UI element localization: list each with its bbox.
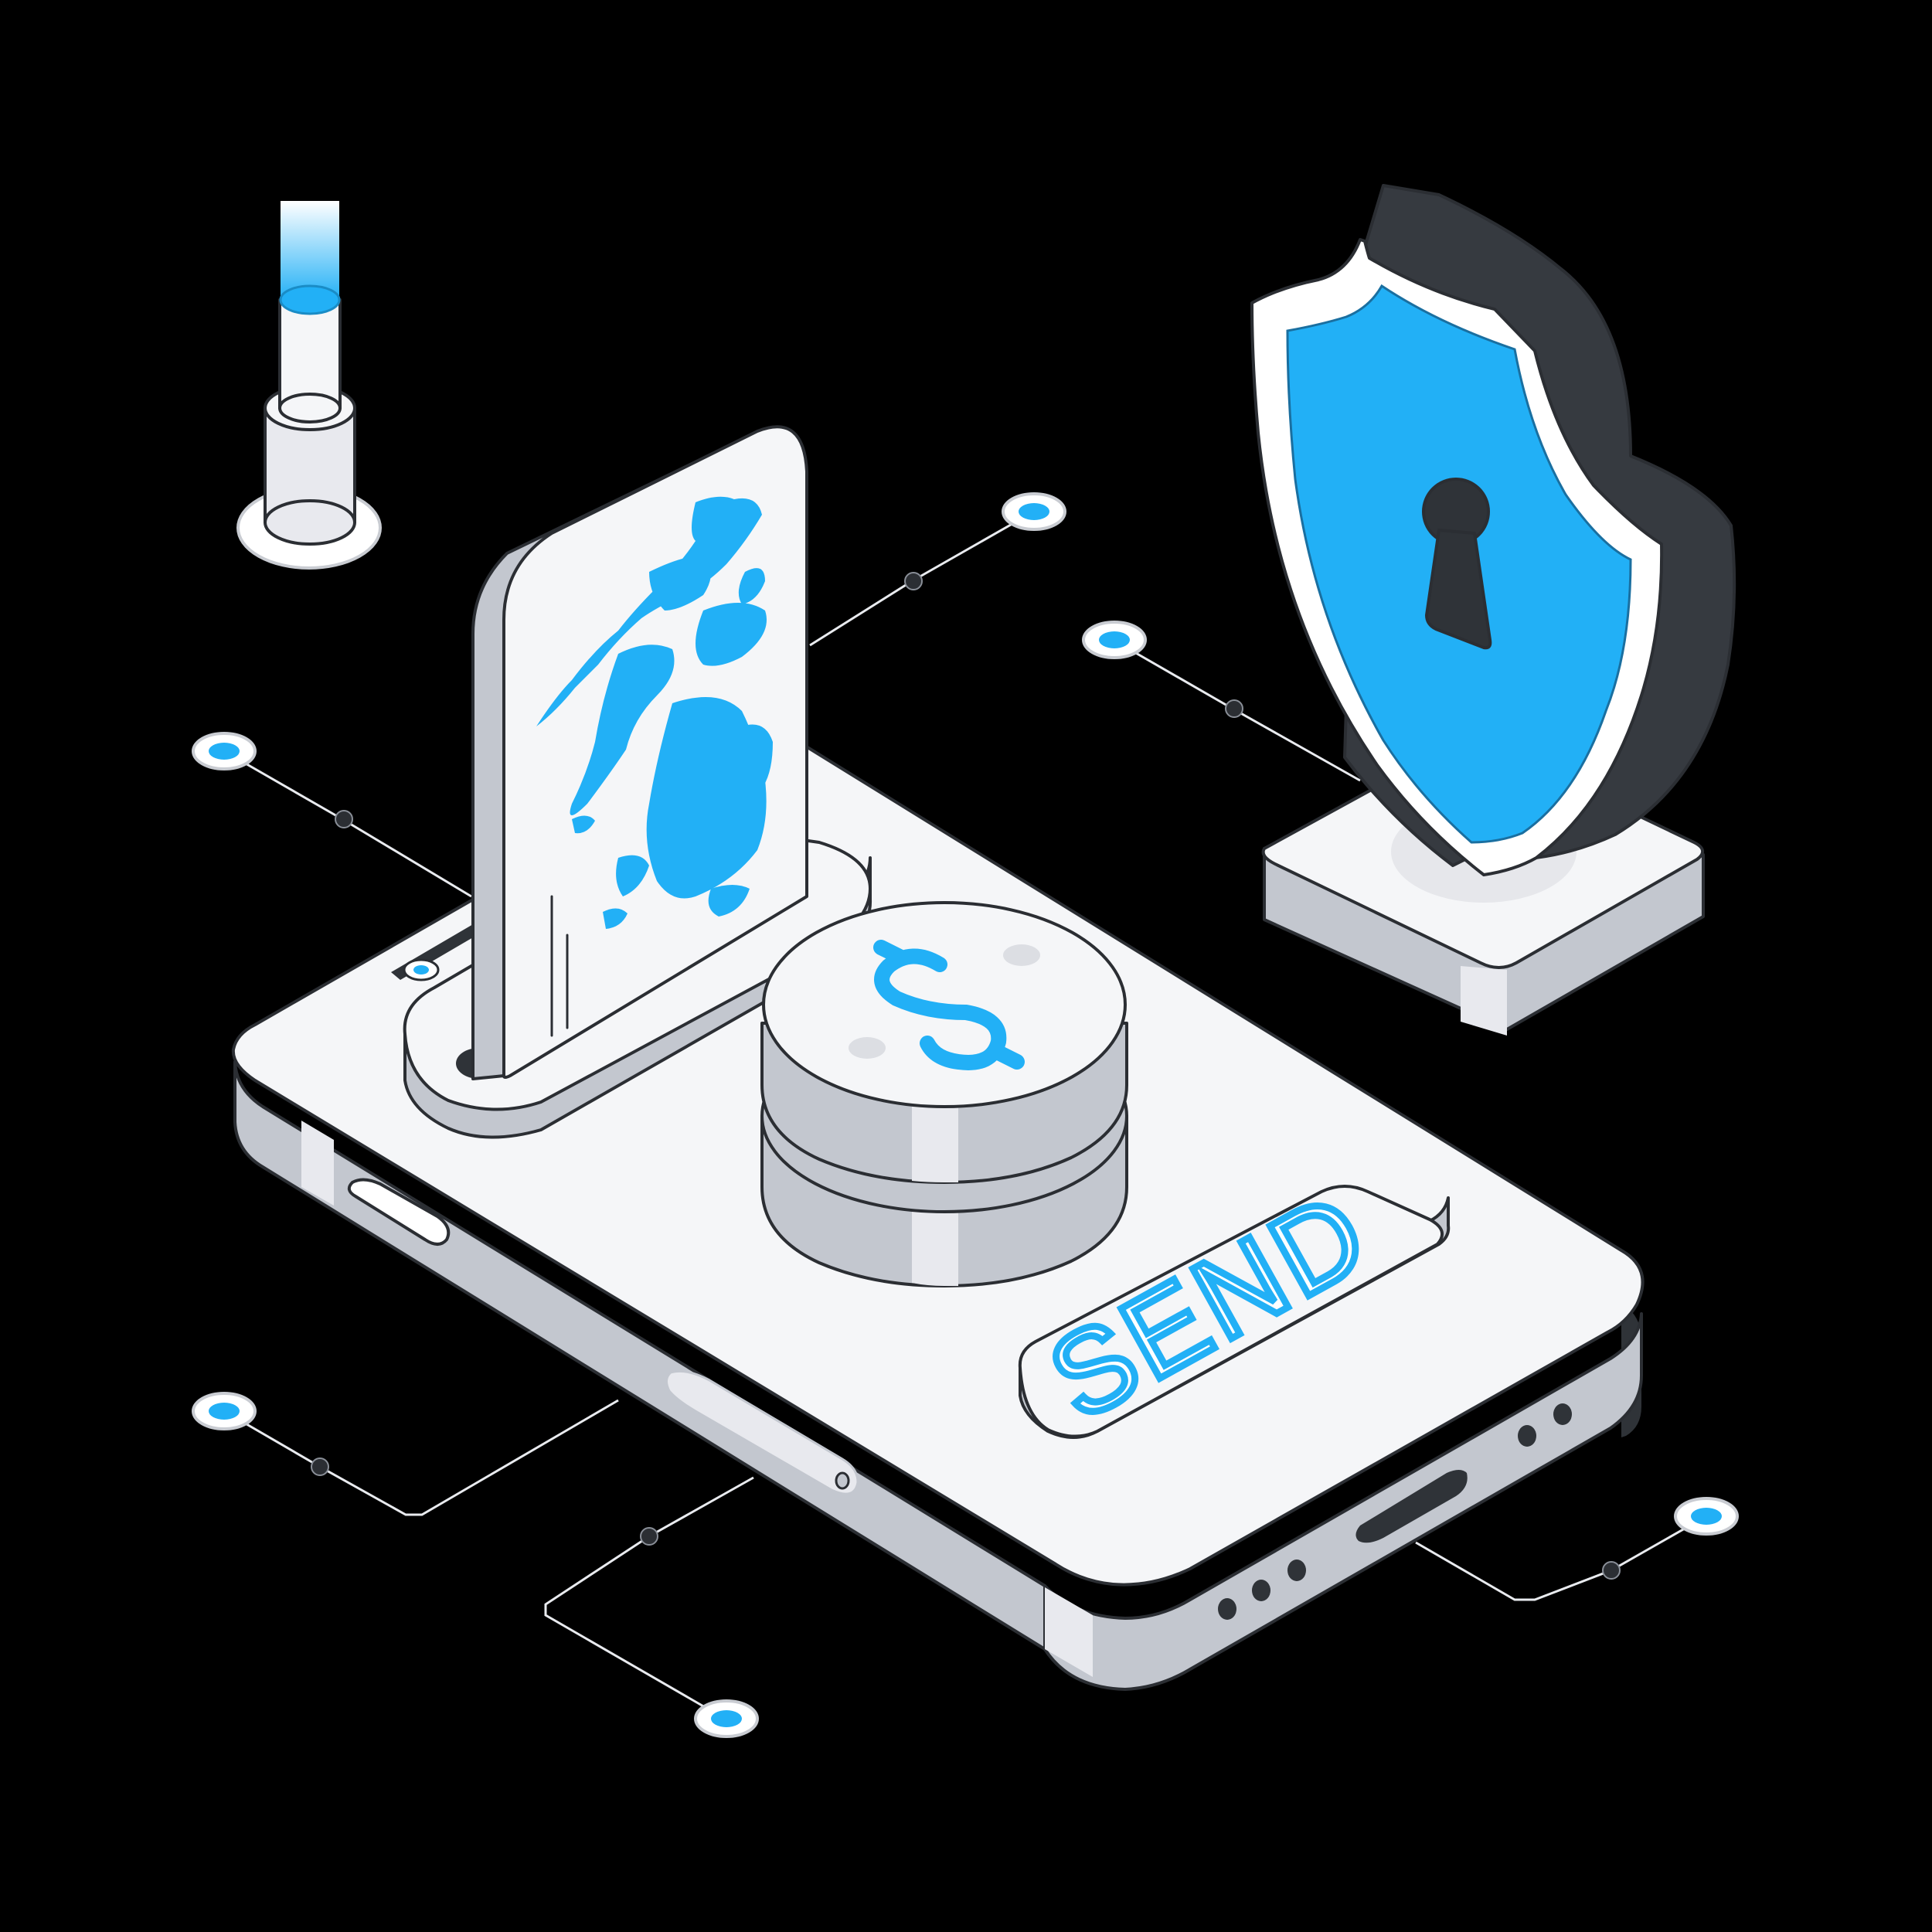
network-end-nodes <box>192 492 1739 1738</box>
speaker-slot <box>665 1369 859 1495</box>
side-button <box>347 1178 451 1246</box>
speaker-dots <box>1218 1403 1572 1620</box>
network-node-icon <box>1002 492 1066 531</box>
map-card-icon <box>403 425 872 1139</box>
junction-dot <box>904 572 923 590</box>
charging-port <box>1355 1470 1468 1543</box>
dollar-sign-icon <box>873 940 1025 1070</box>
keyhole-icon <box>1422 478 1492 650</box>
beacon-light-beam <box>281 201 339 300</box>
beacon-icon <box>236 201 382 570</box>
network-node-icon <box>694 1699 759 1738</box>
dollar-coin-icon <box>760 901 1128 1287</box>
network-node-icon <box>1082 621 1147 659</box>
map-card <box>502 425 808 1079</box>
junction-dot <box>335 810 353 828</box>
junction-dot <box>311 1458 329 1476</box>
world-map <box>536 496 773 929</box>
network-node-icon <box>192 1392 257 1430</box>
junction-dot <box>1225 699 1243 718</box>
network-node-icon <box>1674 1497 1739 1536</box>
junction-dot <box>1602 1561 1621 1580</box>
network-junction-dots <box>311 572 1621 1580</box>
network-node-icon <box>192 732 257 770</box>
shield-lock-icon <box>1250 184 1736 1036</box>
junction-dot <box>640 1527 658 1546</box>
